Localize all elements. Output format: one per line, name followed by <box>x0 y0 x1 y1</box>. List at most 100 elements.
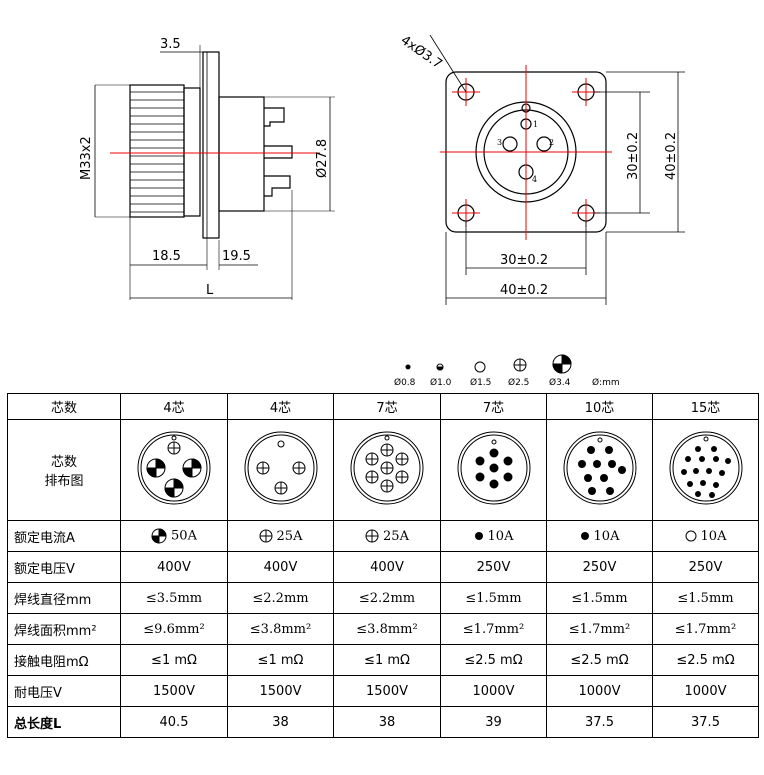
table-cell: 39 <box>440 706 547 738</box>
table-cell: ≤2.5 mΩ <box>440 644 547 676</box>
pin-layout-label-line: 排布图 <box>44 474 84 489</box>
solder-cups <box>264 107 293 197</box>
header-cell: 4芯 <box>227 393 334 420</box>
legend-unit-note: Ø:mm <box>592 377 620 388</box>
table-cell: ≤1.7mm² <box>652 613 759 645</box>
table-cell: ≤9.6mm² <box>120 613 228 645</box>
table-cell: ≤1.7mm² <box>440 613 547 645</box>
row-label: 额定电压V <box>7 551 121 583</box>
thread-body <box>129 84 185 218</box>
row-label: 耐电压V <box>7 675 121 707</box>
shoulder <box>183 87 201 217</box>
pin-layout-7-solid <box>457 431 530 505</box>
table-cell: 38 <box>227 706 334 738</box>
table-cell: 50A <box>120 520 228 552</box>
row-label: 焊线直径mm <box>7 582 121 614</box>
pin-layout-15 <box>669 431 742 505</box>
cross-circle-2.5-icon <box>513 358 527 372</box>
header-cell: 7芯 <box>333 393 441 420</box>
table-cell: ≤1 mΩ <box>120 644 228 676</box>
table-cell: 1000V <box>440 675 547 707</box>
table-cell: 10A <box>440 520 547 552</box>
legend-label: Ø3.4 <box>549 377 571 388</box>
table-cell: ≤1.5mm <box>440 582 547 614</box>
row-label: 接触电阻mΩ <box>7 644 121 676</box>
dim-square-h-label: 40±0.2 <box>500 283 548 298</box>
pin-layout-cell <box>120 419 228 521</box>
table-cell: ≤2.2mm <box>333 582 441 614</box>
spec-table: 芯数 4芯 4芯 7芯 7芯 10芯 15芯 芯数 排布图 <box>7 393 759 738</box>
table-cell: ≤1.5mm <box>652 582 759 614</box>
pin-layout-cell <box>546 419 653 521</box>
dim-holes-label: 4xØ3.7 <box>398 33 445 72</box>
dim-body-dia-label: Ø27.8 <box>315 139 330 178</box>
table-row: 额定电流A 50A 25A 25A 10A 10A 10A <box>7 520 759 552</box>
pin-2 <box>536 136 552 152</box>
table-cell: 400V <box>120 551 228 583</box>
pin-3 <box>502 136 518 152</box>
table-row: 焊线面积mm² ≤9.6mm² ≤3.8mm² ≤3.8mm² ≤1.7mm² … <box>7 613 759 645</box>
table-cell: 10A <box>546 520 653 552</box>
table-cell: 250V <box>652 551 759 583</box>
front-view <box>429 34 685 305</box>
rear-body <box>218 96 265 212</box>
dot-1.0-icon <box>436 363 444 371</box>
header-cell: 7芯 <box>440 393 547 420</box>
cell-value: 50A <box>171 528 197 544</box>
solid-dot-icon <box>580 532 589 540</box>
legend-label: Ø1.5 <box>470 377 491 388</box>
header-cell: 芯数 <box>7 393 121 420</box>
pin-layout-4-large <box>137 431 211 505</box>
legend-label: Ø1.0 <box>430 377 452 388</box>
cell-value: 10A <box>593 528 620 544</box>
flange <box>202 51 220 239</box>
header-cell: 10芯 <box>546 393 653 420</box>
table-cell: 37.5 <box>546 706 653 738</box>
row-label: 总长度L <box>7 706 121 738</box>
table-cell: 250V <box>440 551 547 583</box>
table-row: 总长度L 40.5 38 38 39 37.5 37.5 <box>7 706 759 738</box>
pin-layout-10 <box>563 431 636 505</box>
table-cell: ≤2.5 mΩ <box>546 644 653 676</box>
dim-front-label: 18.5 <box>152 249 181 264</box>
dim-hole-pitch-v-label: 30±0.2 <box>626 132 641 180</box>
pin-layout-label-line: 芯数 <box>50 455 77 470</box>
table-row: 焊线直径mm ≤3.5mm ≤2.2mm ≤2.2mm ≤1.5mm ≤1.5m… <box>7 582 759 614</box>
open-circle-icon <box>685 530 697 542</box>
quad-circle-3.4-icon <box>552 354 572 374</box>
table-cell: 1500V <box>333 675 441 707</box>
pin-layout-cell <box>227 419 334 521</box>
table-cell: 10A <box>652 520 759 552</box>
table-cell: ≤2.5 mΩ <box>652 644 759 676</box>
connector-drawing: 3.5 M33x2 Ø27.8 18.5 19.5 L <box>79 33 685 305</box>
table-cell: ≤1 mΩ <box>333 644 441 676</box>
cell-value: 25A <box>276 528 303 544</box>
table-cell: 1500V <box>120 675 228 707</box>
thread-lines <box>130 91 184 213</box>
cross-circle-icon <box>365 529 379 543</box>
table-cell: 1500V <box>227 675 334 707</box>
front-pin-number: 1 <box>533 120 538 129</box>
table-cell: 400V <box>333 551 441 583</box>
table-cell: 38 <box>333 706 441 738</box>
table-cell: ≤2.2mm <box>227 582 334 614</box>
pin-layout-label: 芯数 排布图 <box>7 419 121 521</box>
cell-value: 10A <box>487 528 514 544</box>
table-cell: ≤3.8mm² <box>227 613 334 645</box>
pin-size-legend: Ø0.8 Ø1.0 Ø1.5 Ø2.5 Ø3.4 Ø:mm <box>394 354 620 388</box>
table-row: 耐电压V 1500V 1500V 1500V 1000V 1000V 1000V <box>7 675 759 707</box>
pin-layout-cell <box>652 419 759 521</box>
dim-rear-label: 19.5 <box>222 249 251 264</box>
cell-value: 25A <box>383 528 409 544</box>
quad-circle-icon <box>151 528 167 544</box>
table-cell: 1000V <box>546 675 653 707</box>
header-cell: 4芯 <box>120 393 228 420</box>
legend-label: Ø2.5 <box>508 377 529 388</box>
table-cell: 400V <box>227 551 334 583</box>
table-cell: 250V <box>546 551 653 583</box>
solid-dot-icon <box>474 532 483 540</box>
header-cell: 15芯 <box>652 393 759 420</box>
side-view <box>94 45 335 300</box>
table-cell: ≤3.5mm <box>120 582 228 614</box>
row-label: 额定电流A <box>7 520 121 552</box>
